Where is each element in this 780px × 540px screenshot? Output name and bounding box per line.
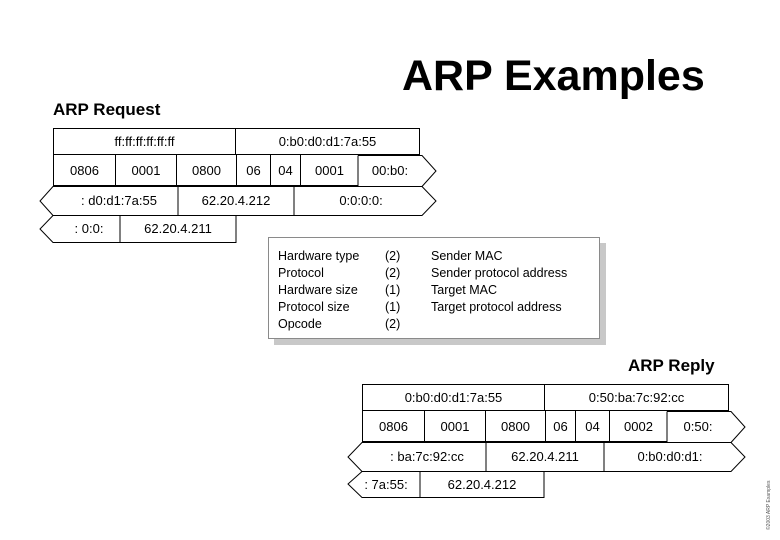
legend-field-hardware-type: Hardware type: [278, 249, 360, 263]
arp-reply-label: ARP Reply: [628, 356, 715, 375]
reply-protocol-size: 04: [575, 411, 609, 442]
request-target-broadcast-mac: ff:ff:ff:ff:ff:ff: [53, 128, 236, 155]
request-target-ip: 62.20.4.211: [144, 221, 212, 236]
request-sender-ip: 62.20.4.212: [201, 193, 271, 208]
reply-sender-mac: 0:50:ba:7c:92:cc: [545, 384, 729, 411]
request-opcode: 0001: [300, 155, 358, 186]
reply-target-ip: 62.20.4.212: [447, 477, 517, 492]
reply-hardware-size: 06: [545, 411, 575, 442]
reply-protocol-type: 0800: [485, 411, 545, 442]
request-target-mac-zero: 0:0:0:0:: [339, 193, 383, 208]
legend-size-hardware-size: (1): [385, 283, 401, 297]
reply-opcode: 0002: [609, 411, 667, 442]
legend-target-protocol-address: Target protocol address: [431, 300, 562, 314]
request-target-mac-rest: : 0:0:: [74, 221, 104, 236]
request-sender-mac-rest: : d0:d1:7a:55: [81, 193, 157, 208]
reply-target-mac-part: 0:b0:d0:d1:: [637, 449, 703, 464]
request-protocol: 0001: [115, 155, 176, 186]
copyright-footer: ©2003 ARP Examples: [766, 480, 772, 530]
request-hardware-type: 0806: [53, 155, 115, 186]
reply-target-mac: 0:b0:d0:d1:7a:55: [362, 384, 545, 411]
legend-sender-mac: Sender MAC: [431, 249, 503, 263]
legend-target-mac: Target MAC: [431, 283, 497, 297]
reply-sender-mac-part: 0:50:: [683, 419, 713, 434]
request-sender-mac-part: 00:b0:: [371, 163, 409, 178]
page-title: ARP Examples: [402, 52, 705, 100]
reply-hardware-type: 0806: [362, 411, 424, 442]
request-protocol-size: 04: [270, 155, 300, 186]
legend-size-opcode: (2): [385, 317, 401, 331]
reply-protocol: 0001: [424, 411, 485, 442]
legend-size-protocol-size: (1): [385, 300, 401, 314]
arp-request-label: ARP Request: [53, 100, 161, 119]
legend-field-protocol: Protocol: [278, 266, 324, 280]
legend-field-hardware-size: Hardware size: [278, 283, 358, 297]
request-hardware-size: 06: [236, 155, 270, 186]
request-sender-mac: 0:b0:d0:d1:7a:55: [236, 128, 420, 155]
reply-sender-ip: 62.20.4.211: [511, 449, 579, 464]
legend-field-opcode: Opcode: [278, 317, 322, 331]
request-protocol-type: 0800: [176, 155, 236, 186]
field-legend: Hardware type Protocol Hardware size Pro…: [268, 237, 600, 339]
legend-field-protocol-size: Protocol size: [278, 300, 350, 314]
legend-size-hardware-type: (2): [385, 249, 401, 263]
reply-sender-mac-rest: : ba:7c:92:cc: [390, 449, 464, 464]
reply-target-mac-rest: : 7a:55:: [364, 477, 408, 492]
legend-sender-protocol-address: Sender protocol address: [431, 266, 568, 280]
legend-size-protocol: (2): [385, 266, 401, 280]
